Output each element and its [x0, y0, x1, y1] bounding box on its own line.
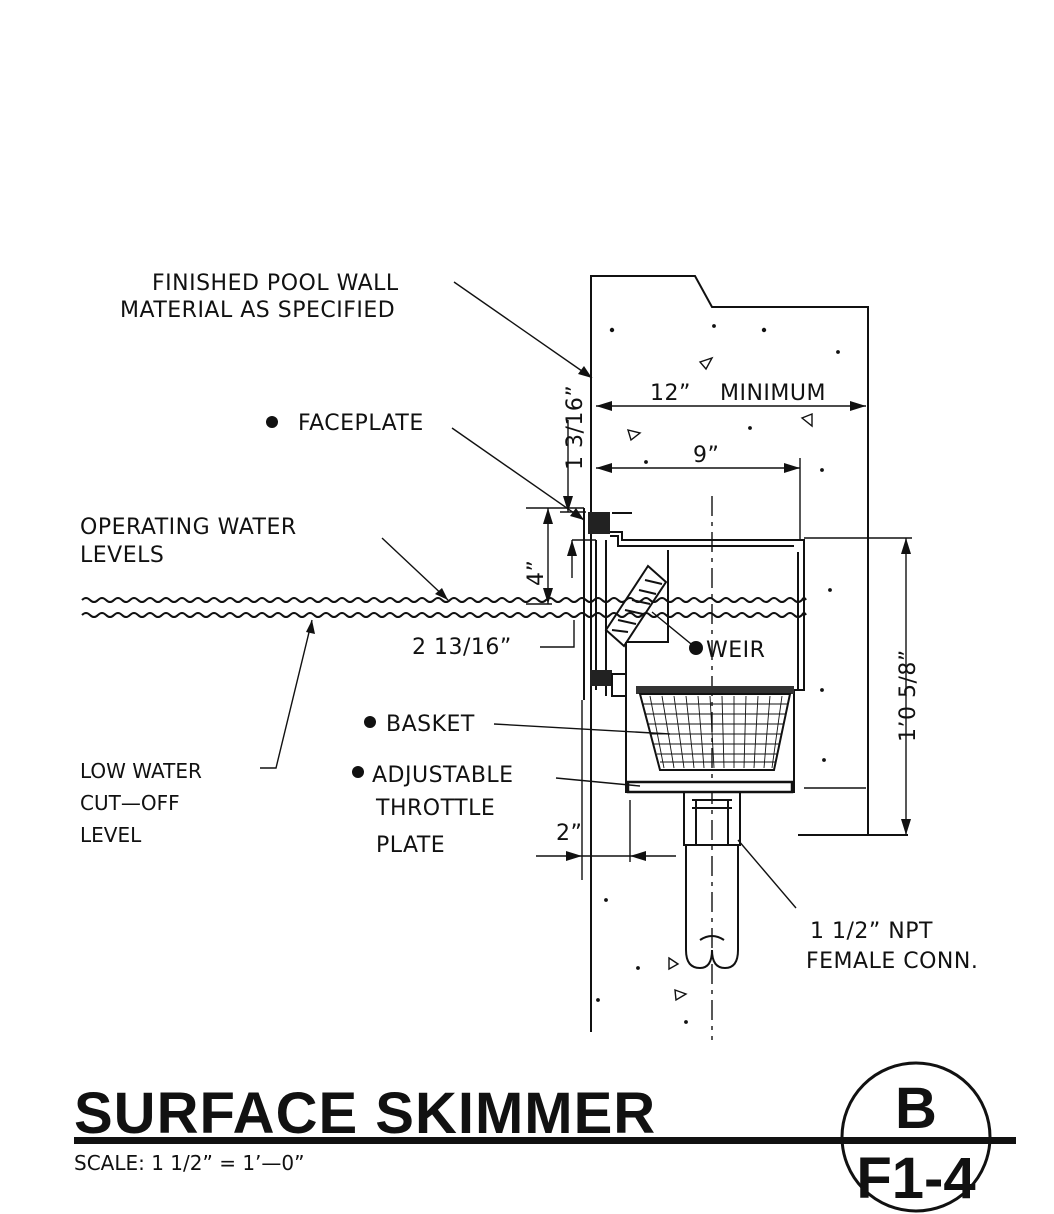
callout-labels: FINISHED POOL WALL MATERIAL AS SPECIFIED… [80, 271, 978, 974]
label-pool-wall-2: MATERIAL AS SPECIFIED [120, 298, 395, 323]
bullet-basket [364, 716, 376, 728]
dim-1-3-16: 1 3/16” [563, 385, 588, 470]
title-block: SURFACE SKIMMER SCALE: 1 1/2” = 1’—0” B … [74, 1061, 1016, 1213]
label-npt-1: 1 1/2” NPT [810, 919, 933, 944]
bullet-adjustable [352, 766, 364, 778]
detail-letter: B [895, 1076, 937, 1141]
drawing-scale: SCALE: 1 1/2” = 1’—0” [74, 1151, 305, 1175]
dim-overall-height: 1’0 5/8” [896, 649, 921, 742]
label-pool-wall-1: FINISHED POOL WALL [152, 271, 399, 296]
label-adjustable-1: ADJUSTABLE [372, 763, 514, 788]
detail-bubble [840, 1061, 992, 1213]
bullet-weir [689, 641, 703, 655]
label-basket: BASKET [386, 712, 475, 737]
dim-9: 9” [693, 443, 719, 468]
sheet-number: F1-4 [856, 1146, 975, 1211]
label-operating-1: OPERATING WATER [80, 515, 297, 540]
skimmer-body [583, 496, 805, 1040]
label-low-water-1: LOW WATER [80, 759, 202, 783]
label-low-water-2: CUT—OFF [80, 791, 180, 815]
dim-12-value: 12” [650, 381, 691, 406]
dim-12-minimum: MINIMUM [720, 381, 826, 406]
dimension-labels: 12” MINIMUM 9” 1 3/16” 4” 2 13/16” 2” 1’… [412, 381, 921, 846]
label-faceplate: FACEPLATE [298, 411, 424, 436]
label-low-water-3: LEVEL [80, 823, 142, 847]
label-adjustable-3: PLATE [376, 833, 445, 858]
leader-lines [260, 281, 797, 909]
dim-4: 4” [524, 560, 549, 586]
label-adjustable-2: THROTTLE [375, 796, 495, 821]
drawing-title: SURFACE SKIMMER [74, 1081, 656, 1146]
dim-2: 2” [556, 821, 582, 846]
concrete-wall-outline [590, 275, 908, 1032]
dimension-lines [526, 401, 912, 880]
dim-2-13-16: 2 13/16” [412, 635, 512, 660]
label-weir: WEIR [706, 638, 765, 663]
concrete-stipple [596, 324, 840, 1024]
bullet-faceplate [266, 416, 278, 428]
label-npt-2: FEMALE CONN. [806, 949, 978, 974]
water-level-lines [81, 597, 807, 618]
label-operating-2: LEVELS [80, 543, 164, 568]
